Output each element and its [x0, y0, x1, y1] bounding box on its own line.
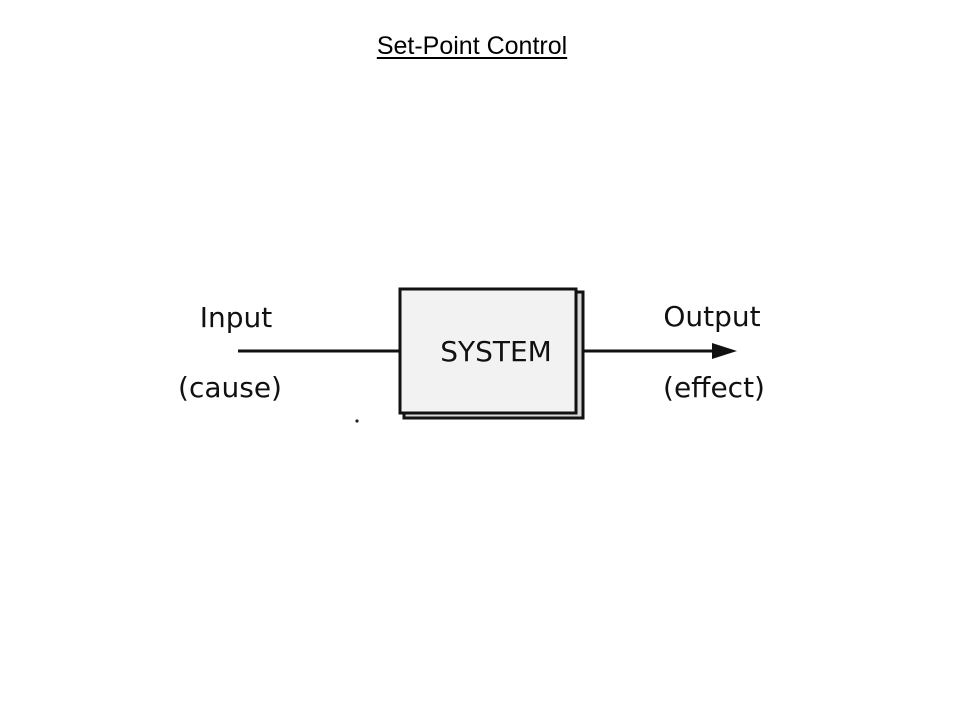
input-label: Input — [200, 301, 273, 334]
slide-title: Set-Point Control — [376, 32, 568, 60]
output-arrowhead — [712, 343, 737, 359]
output-label: Output — [663, 300, 760, 333]
system-block-label: SYSTEM — [440, 335, 552, 368]
system-block — [398, 287, 578, 415]
output-sublabel: (effect) — [663, 371, 765, 404]
stray-dot — [355, 419, 359, 423]
input-sublabel: (cause) — [178, 371, 282, 404]
